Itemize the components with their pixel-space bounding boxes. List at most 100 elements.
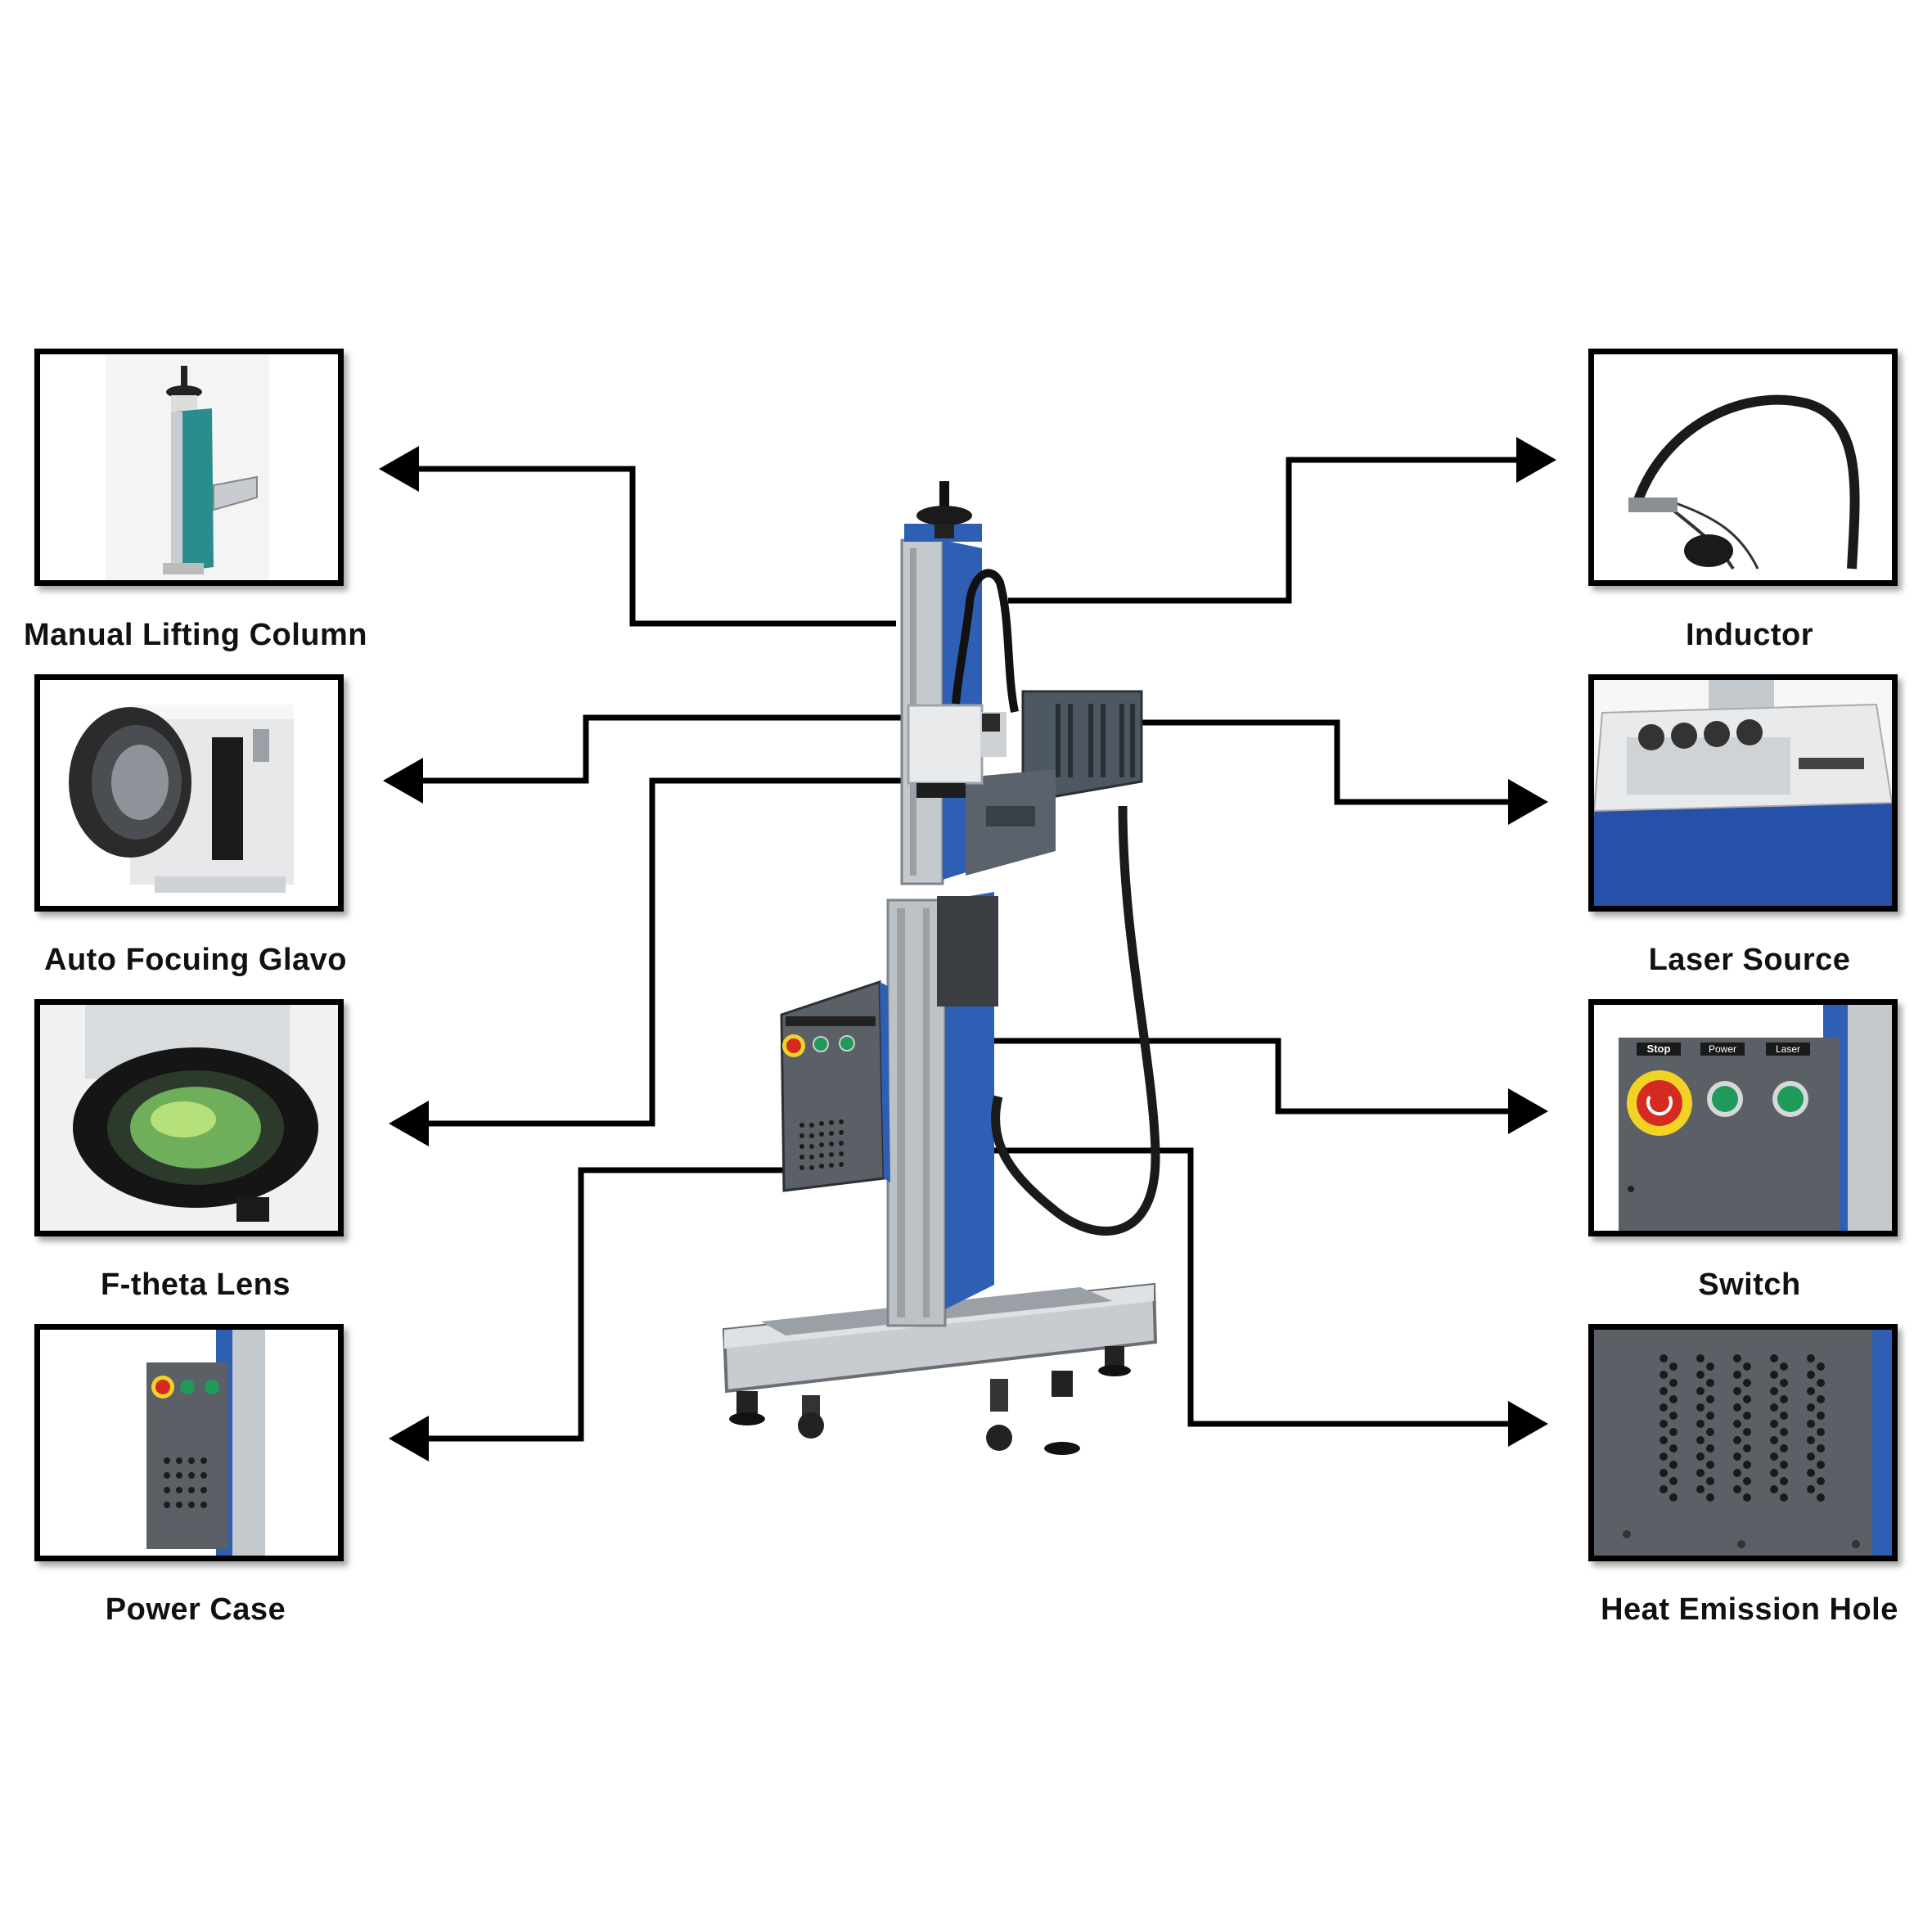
vent-hole (1660, 1403, 1668, 1412)
vent-hole (1780, 1477, 1788, 1485)
vent-hole (1733, 1403, 1741, 1412)
galvo-head-photo-icon (40, 680, 338, 906)
vent-hole (1743, 1428, 1751, 1436)
vent-hole (1807, 1371, 1815, 1379)
vent-hole (1807, 1420, 1815, 1428)
vent-hole (1780, 1461, 1788, 1469)
vent-hole (1807, 1452, 1815, 1461)
label-f-theta-lens: F-theta Lens (0, 1268, 400, 1303)
panel-manual-lifting-column (34, 349, 344, 586)
vent-hole (1660, 1436, 1668, 1444)
laser-marking-machine (704, 466, 1178, 1473)
vent-hole (1660, 1371, 1668, 1379)
vent-hole (1696, 1354, 1705, 1362)
vent-hole (1817, 1428, 1825, 1436)
vent-hole (1817, 1362, 1825, 1371)
vent-hole (1770, 1403, 1778, 1412)
vent-hole (1817, 1379, 1825, 1387)
power-case-box (781, 982, 884, 1191)
laser-label: Laser (1776, 1043, 1800, 1055)
vent-hole (1696, 1387, 1705, 1395)
panel-heat-emission-hole (1588, 1324, 1898, 1561)
label-laser-source: Laser Source (1545, 943, 1932, 978)
vent-hole (1669, 1444, 1678, 1452)
label-switch: Switch (1545, 1268, 1932, 1303)
vent-hole (1743, 1362, 1751, 1371)
vent-hole (1696, 1420, 1705, 1428)
panel-switch: Stop Power Laser (1588, 999, 1898, 1236)
vent-hole (1706, 1395, 1714, 1403)
vent-hole (1743, 1461, 1751, 1469)
label-power-case: Power Case (0, 1592, 400, 1628)
vent-hole (1743, 1412, 1751, 1420)
vent-hole (1696, 1452, 1705, 1461)
vent-hole (1770, 1420, 1778, 1428)
vent-hole (1706, 1379, 1714, 1387)
vent-hole (1770, 1485, 1778, 1493)
vent-hole (1660, 1485, 1668, 1493)
vent-hole (1660, 1469, 1668, 1477)
vent-hole (1660, 1354, 1668, 1362)
galvo-head (908, 705, 982, 783)
panel-f-theta-lens (34, 999, 344, 1236)
vent-hole (1807, 1469, 1815, 1477)
vent-hole (1733, 1469, 1741, 1477)
label-auto-focusing-galvo: Auto Focuing Glavo (0, 943, 400, 978)
vent-hole (1780, 1412, 1788, 1420)
vent-hole (1669, 1395, 1678, 1403)
vent-hole (1696, 1469, 1705, 1477)
vent-hole (1770, 1469, 1778, 1477)
vent-hole (1770, 1387, 1778, 1395)
vent-hole (1669, 1461, 1678, 1469)
switch-panel-photo-icon: Stop Power Laser (1594, 1005, 1892, 1231)
vent-hole (1817, 1477, 1825, 1485)
vent-hole (1807, 1485, 1815, 1493)
vent-hole (1669, 1379, 1678, 1387)
vent-hole (1696, 1371, 1705, 1379)
vent-hole (1706, 1477, 1714, 1485)
vent-hole (1706, 1412, 1714, 1420)
vent-hole (1733, 1485, 1741, 1493)
vent-hole (1660, 1387, 1668, 1395)
vent-hole (1770, 1354, 1778, 1362)
vent-hole (1733, 1354, 1741, 1362)
vent-hole (1696, 1436, 1705, 1444)
vent-hole (1780, 1395, 1788, 1403)
laser-source-photo-icon (1594, 680, 1892, 906)
vent-hole (1807, 1436, 1815, 1444)
vent-hole (1706, 1362, 1714, 1371)
panel-auto-focusing-galvo (34, 674, 344, 912)
vent-hole (1817, 1461, 1825, 1469)
vent-hole (1669, 1362, 1678, 1371)
vent-hole (1696, 1485, 1705, 1493)
vent-hole (1817, 1412, 1825, 1420)
power-label: Power (1709, 1043, 1736, 1055)
lifting-column-photo-icon (40, 354, 338, 580)
vent-hole (1669, 1493, 1678, 1502)
lower-column (888, 900, 945, 1326)
vent-hole (1669, 1477, 1678, 1485)
vent-hole (1706, 1428, 1714, 1436)
lens-photo-icon (40, 1005, 338, 1231)
vent-hole (1807, 1403, 1815, 1412)
vent-hole (1706, 1444, 1714, 1452)
vent-hole (1817, 1444, 1825, 1452)
vent-hole (1706, 1461, 1714, 1469)
inductor-cable-photo-icon (1594, 354, 1892, 580)
vent-hole (1807, 1354, 1815, 1362)
vent-hole (1780, 1493, 1788, 1502)
vent-hole (1780, 1379, 1788, 1387)
vent-holes-photo-icon (1594, 1330, 1892, 1556)
vent-hole (1733, 1436, 1741, 1444)
vent-hole (1780, 1428, 1788, 1436)
vent-hole (1817, 1493, 1825, 1502)
label-inductor: Inductor (1545, 618, 1932, 653)
vent-hole (1743, 1395, 1751, 1403)
label-manual-lifting-column: Manual Lifting Column (0, 618, 400, 653)
stop-label: Stop (1647, 1043, 1671, 1055)
vent-hole (1817, 1395, 1825, 1403)
vent-hole (1733, 1371, 1741, 1379)
vent-hole (1770, 1452, 1778, 1461)
vent-hole (1770, 1436, 1778, 1444)
vent-hole (1733, 1420, 1741, 1428)
